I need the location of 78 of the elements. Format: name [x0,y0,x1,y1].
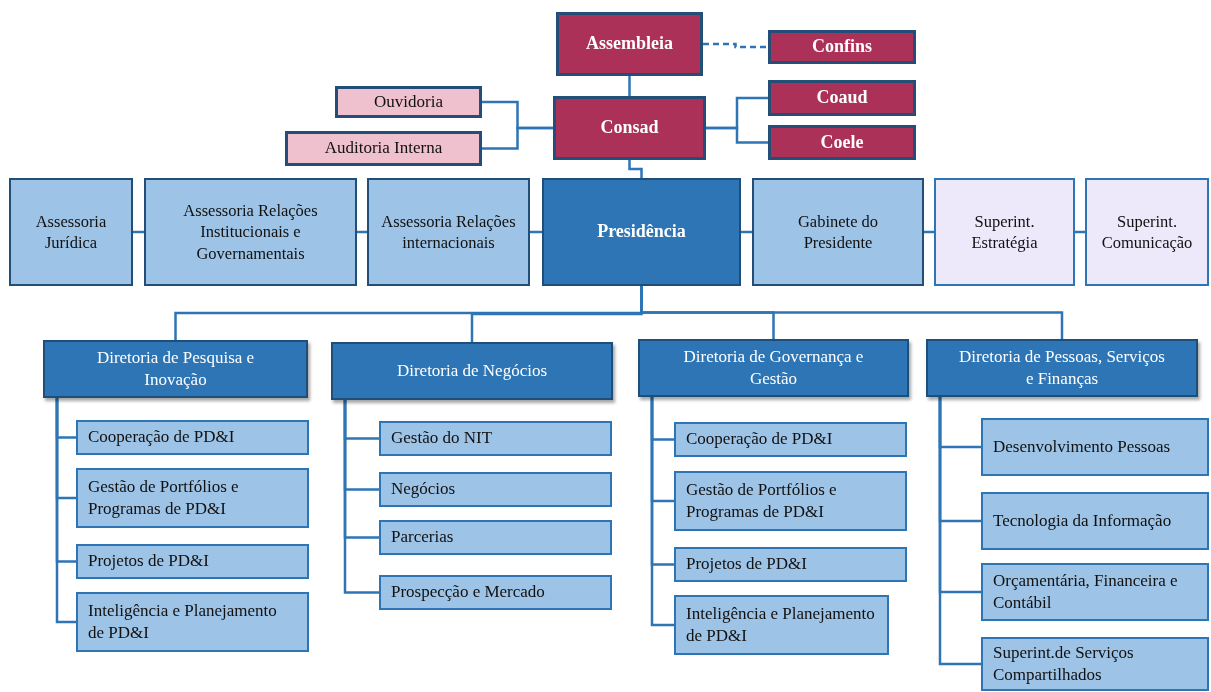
unit-name: Desenvolvimento Pessoas [993,435,1171,458]
unit-name: Tecnologia da Informação [993,509,1172,532]
connector-line [343,400,379,594]
unit-name: Assessoria Relações Institucionais e Governamentais [182,199,319,265]
org-unit-box [674,595,889,655]
org-unit-box [144,178,357,286]
unit-name: Gestão de Portfólios e Programas de PD&I [686,478,838,523]
unit-name: Diretoria de Pessoas, Serviços e Finanças [958,345,1166,390]
unit-name: Gestão de Portfólios e Programas de PD&I [88,475,240,520]
org-unit-box [674,471,907,531]
org-unit-box [674,422,907,457]
unit-name: Coaud [816,86,868,110]
unit-name: Projetos de PD&I [88,550,209,573]
unit-name: Ouvidoria [374,90,443,113]
org-unit-box [752,178,924,286]
connector-line [650,397,674,627]
unit-name: Superint.de Serviços Compartilhados [993,641,1135,686]
unit-name: Gestão do NIT [391,427,493,450]
org-unit-box [76,420,309,455]
org-unit-box [331,342,613,400]
org-unit-box [379,421,612,456]
connector-line [706,126,768,144]
unit-name: Negócios [391,478,456,501]
org-unit-box [76,592,309,652]
org-unit-box [768,125,916,160]
unit-name: Cooperação de PD&I [88,426,235,449]
unit-name: Gabinete do Presidente [796,210,880,254]
unit-name: Coele [820,130,864,154]
unit-name: Orçamentária, Financeira e Contábil [993,569,1179,614]
unit-name: Superint. Comunicação [1100,210,1194,254]
unit-name: Prospecção e Mercado [391,581,545,604]
org-unit-box [981,418,1209,476]
org-unit-box [981,563,1209,621]
unit-name: Diretoria de Pesquisa e Inovação [95,346,256,391]
connector-line [482,126,553,150]
org-unit-box [1085,178,1209,286]
unit-name: Diretoria de Governança e Gestão [682,345,865,390]
unit-name: Assessoria Jurídica [34,210,108,254]
org-unit-box [379,472,612,507]
unit-name: Auditoria Interna [324,137,443,160]
unit-name: Assembleia [586,32,673,56]
org-unit-box [934,178,1075,286]
unit-name: Presidência [597,220,686,244]
connector-line [628,76,631,96]
org-unit-box [926,339,1198,397]
unit-name: Confins [812,35,872,59]
unit-name: Parcerias [391,526,454,549]
connector-line [938,397,981,666]
org-unit-box [981,637,1209,691]
connector-line [703,42,768,49]
connector-line [628,160,643,178]
org-unit-box [542,178,741,286]
org-unit-box [379,520,612,555]
org-unit-box [638,339,909,397]
unit-name: Inteligência e Planejamento de PD&I [686,602,876,647]
org-unit-box [674,547,907,582]
org-unit-box [76,544,309,579]
connector-line [55,398,76,624]
org-unit-box [9,178,133,286]
org-unit-box [367,178,530,286]
unit-name: Consad [600,116,659,140]
org-unit-box [379,575,612,610]
org-unit-box [768,30,916,64]
unit-name: Cooperação de PD&I [686,428,833,451]
org-unit-box [553,96,706,160]
unit-name: Inteligência e Planejamento de PD&I [88,599,278,644]
connector-line [640,286,1064,339]
org-unit-box [285,131,482,166]
unit-name: Projetos de PD&I [686,553,807,576]
unit-name: Diretoria de Negócios [396,359,548,382]
unit-name: Assessoria Relações internacionais [381,210,516,254]
org-unit-box [981,492,1209,550]
org-unit-box [335,86,482,118]
unit-name: Superint. Estratégia [970,210,1039,254]
org-unit-box [556,12,703,76]
org-unit-box [76,468,309,528]
org-unit-box [43,340,308,398]
org-unit-box [768,80,916,116]
